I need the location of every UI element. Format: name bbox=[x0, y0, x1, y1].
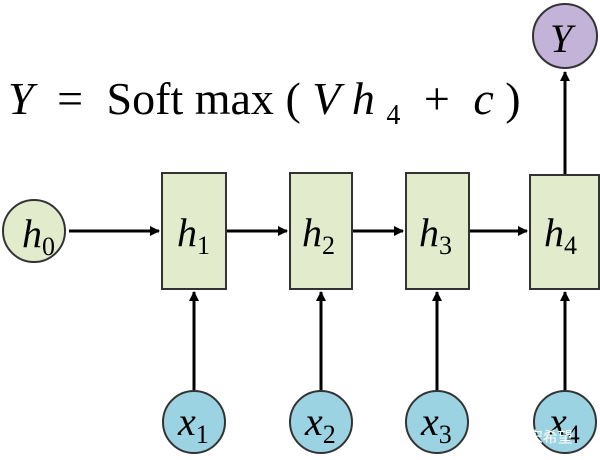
hidden-state-box bbox=[405, 172, 470, 290]
input-subscript: 2 bbox=[323, 420, 336, 449]
output-equation: Y = Soft max ( V h 4 + c ) bbox=[8, 73, 521, 134]
equation-close-paren: ) bbox=[505, 73, 520, 124]
initial-state-subscript: 0 bbox=[42, 232, 55, 261]
initial-state-main: h bbox=[22, 211, 42, 256]
hidden-state-label: h4 bbox=[544, 210, 577, 260]
equation-equals: = bbox=[57, 73, 83, 124]
input-main: x bbox=[177, 399, 196, 444]
hidden-state-main: h bbox=[302, 210, 322, 255]
hidden-state-label: h2 bbox=[302, 210, 335, 260]
hidden-state-subscript: 4 bbox=[564, 231, 577, 260]
equation-weight: V bbox=[312, 73, 345, 124]
hidden-state-h3: h3 bbox=[405, 172, 470, 290]
hidden-state-main: h bbox=[544, 210, 564, 255]
equation-function: Soft max bbox=[107, 73, 274, 124]
input-main: x bbox=[420, 399, 439, 444]
output-label: Y bbox=[550, 16, 576, 61]
equation-hidden-subscript: 4 bbox=[386, 100, 400, 131]
input-subscript: 1 bbox=[196, 420, 209, 449]
input-label: x2 bbox=[304, 399, 336, 449]
hidden-state-subscript: 1 bbox=[197, 231, 210, 260]
input-node-x1: x1 bbox=[162, 390, 226, 454]
hidden-state-h1: h1 bbox=[161, 172, 227, 290]
hidden-state-subscript: 2 bbox=[322, 231, 335, 260]
initial-state-circle bbox=[2, 199, 66, 263]
hidden-state-h4: h4 bbox=[529, 174, 600, 290]
initial-state-label: h0 bbox=[22, 211, 55, 261]
input-label: x1 bbox=[177, 399, 209, 449]
hidden-state-label: h1 bbox=[177, 210, 210, 260]
hidden-state-h2: h2 bbox=[289, 172, 353, 290]
equation-open-paren: ( bbox=[285, 73, 300, 124]
input-subscript: 3 bbox=[439, 420, 452, 449]
input-node-x3: x3 bbox=[405, 390, 469, 454]
hidden-state-box bbox=[289, 172, 353, 290]
input-main: x bbox=[548, 399, 567, 444]
hidden-state-main: h bbox=[177, 210, 197, 255]
hidden-state-subscript: 3 bbox=[439, 231, 452, 260]
input-circle bbox=[289, 390, 353, 454]
hidden-state-main: h bbox=[419, 210, 439, 255]
hidden-state-label: h3 bbox=[419, 210, 452, 260]
output-circle bbox=[532, 3, 598, 69]
hidden-state-box bbox=[161, 172, 227, 290]
equation-bias: c bbox=[473, 73, 493, 124]
initial-state-node: h0 bbox=[2, 199, 66, 263]
output-node: Y bbox=[532, 3, 598, 69]
hidden-state-box bbox=[529, 174, 600, 290]
input-label: x3 bbox=[420, 399, 452, 449]
input-node-x4: x4 bbox=[533, 390, 597, 454]
equation-lhs: Y bbox=[8, 73, 38, 124]
equation-plus: + bbox=[424, 73, 450, 124]
equation-hidden: h bbox=[352, 73, 375, 124]
watermark: 知乎 @宋希望 bbox=[478, 428, 573, 446]
input-circle bbox=[162, 390, 226, 454]
input-circle bbox=[405, 390, 469, 454]
input-label: x4 bbox=[548, 399, 580, 449]
input-main: x bbox=[304, 399, 323, 444]
input-node-x2: x2 bbox=[289, 390, 353, 454]
input-subscript: 4 bbox=[567, 420, 580, 449]
input-circle bbox=[533, 390, 597, 454]
